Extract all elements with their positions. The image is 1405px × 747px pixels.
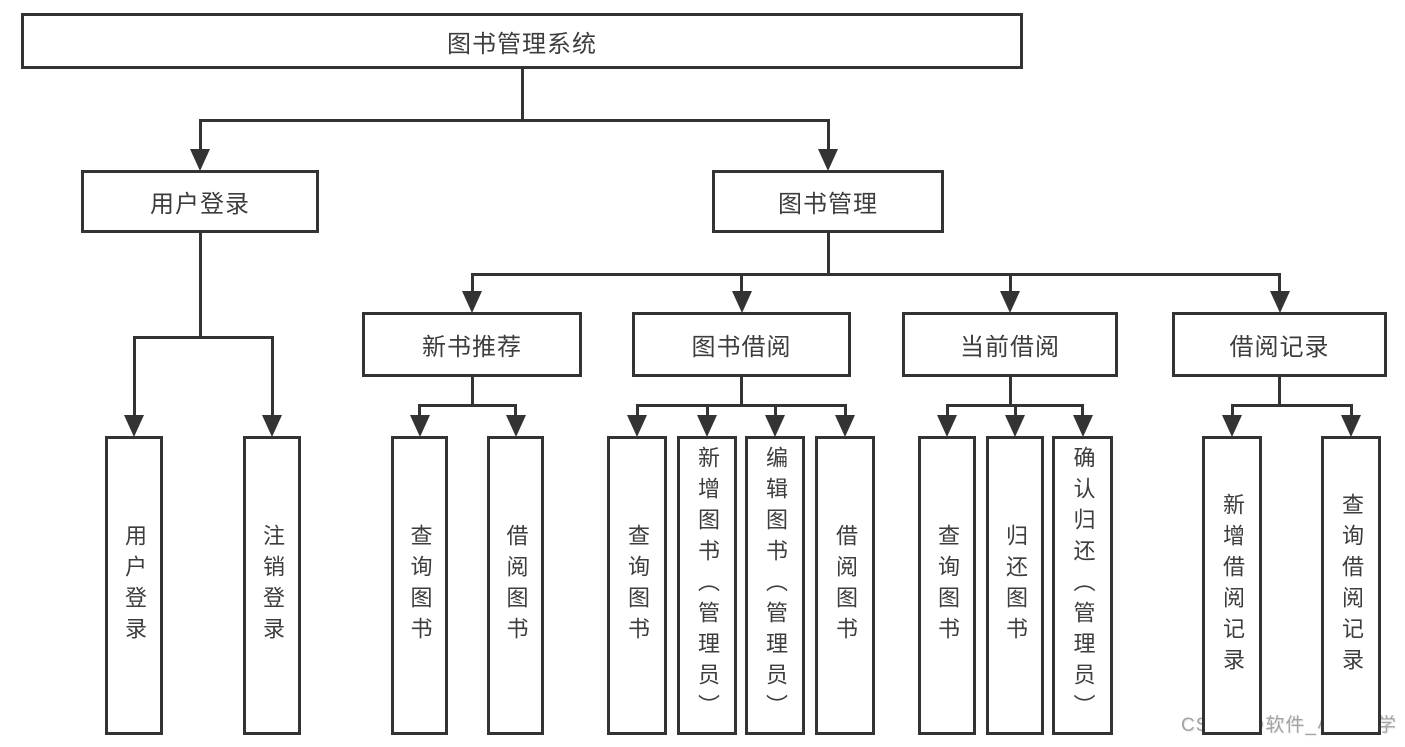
- connector-line: [740, 377, 743, 407]
- node-label: 新书推荐: [422, 334, 522, 361]
- connector-line: [198, 119, 830, 122]
- node-label: 查询图书: [407, 523, 433, 648]
- node-add-book: 新增图书（管理员）: [677, 436, 737, 735]
- arrow-down-icon: [731, 291, 752, 313]
- node-label: 借阅记录: [1229, 334, 1330, 361]
- node-root: 图书管理系统: [21, 13, 1023, 69]
- connector-line: [1349, 404, 1353, 416]
- node-label: 用户登录: [150, 191, 250, 218]
- node-label: 确认归还（管理员）: [1070, 446, 1096, 725]
- node-borrow-book-2: 借阅图书: [815, 436, 875, 735]
- node-confirm-return: 确认归还（管理员）: [1052, 436, 1113, 735]
- arrow-down-icon: [1072, 415, 1093, 437]
- connector-line: [132, 336, 136, 416]
- node-user-login: 用户登录: [81, 170, 319, 233]
- connector-line: [773, 404, 777, 416]
- node-add-borrow-record: 新增借阅记录: [1202, 436, 1262, 735]
- connector-line: [635, 404, 639, 416]
- node-label: 借阅图书: [503, 523, 529, 648]
- connector-line: [514, 404, 517, 416]
- connector-line: [843, 404, 847, 416]
- node-return-book: 归还图书: [986, 436, 1044, 735]
- connector-line: [1278, 273, 1281, 292]
- connector-line: [1278, 377, 1281, 407]
- node-current-borrow: 当前借阅: [902, 312, 1118, 377]
- connector-line: [705, 404, 709, 416]
- connector-line: [826, 233, 830, 276]
- connector-line: [1230, 404, 1234, 416]
- connector-line: [418, 404, 421, 416]
- node-label: 当前借阅: [960, 334, 1060, 361]
- connector-line: [198, 119, 202, 150]
- node-query-book-1: 查询图书: [391, 436, 448, 735]
- arrow-down-icon: [409, 415, 430, 437]
- node-book-mgmt: 图书管理: [712, 170, 944, 233]
- arrow-down-icon: [1000, 291, 1020, 313]
- connector-line: [1008, 273, 1012, 292]
- arrow-down-icon: [262, 415, 282, 437]
- connector-line: [826, 119, 830, 150]
- node-label: 图书借阅: [691, 334, 792, 361]
- node-edit-book: 编辑图书（管理员）: [745, 436, 805, 735]
- node-book-borrow: 图书借阅: [632, 312, 851, 377]
- connector-line: [1008, 377, 1012, 407]
- node-label: 查询图书: [625, 523, 650, 648]
- connector-line: [132, 336, 274, 339]
- connector-line: [520, 69, 524, 122]
- connector-line: [418, 404, 517, 407]
- node-borrow-records: 借阅记录: [1172, 312, 1387, 377]
- node-query-book-2: 查询图书: [607, 436, 667, 735]
- node-query-book-3: 查询图书: [918, 436, 976, 735]
- node-login: 用户登录: [105, 436, 163, 735]
- node-label: 图书管理: [778, 191, 878, 218]
- node-label: 编辑图书（管理员）: [763, 446, 788, 725]
- node-label: 查询借阅记录: [1339, 492, 1364, 679]
- arrow-down-icon: [1269, 291, 1290, 313]
- connector-line: [740, 273, 743, 292]
- node-new-book-rec: 新书推荐: [362, 312, 582, 377]
- node-label: 借阅图书: [833, 523, 858, 648]
- node-borrow-book-1: 借阅图书: [487, 436, 544, 735]
- connector-line: [470, 273, 474, 292]
- connector-line: [470, 377, 474, 407]
- arrow-down-icon: [462, 291, 482, 313]
- arrow-down-icon: [1005, 415, 1025, 437]
- arrow-down-icon: [627, 415, 647, 437]
- arrow-down-icon: [1222, 415, 1242, 437]
- arrow-down-icon: [835, 415, 855, 437]
- connector-line: [1013, 404, 1017, 416]
- node-label: 图书管理系统: [447, 30, 597, 58]
- node-query-borrow-record: 查询借阅记录: [1321, 436, 1381, 735]
- arrow-down-icon: [190, 149, 210, 171]
- connector-line: [945, 404, 949, 416]
- node-logout: 注销登录: [243, 436, 301, 735]
- arrow-down-icon: [697, 415, 717, 437]
- node-label: 用户登录: [122, 523, 147, 648]
- arrow-down-icon: [1341, 415, 1361, 437]
- connector-line: [1081, 404, 1084, 416]
- node-label: 新增图书（管理员）: [695, 446, 720, 725]
- connector-line: [270, 336, 274, 416]
- arrow-down-icon: [124, 415, 144, 437]
- node-label: 查询图书: [935, 523, 960, 648]
- connector-line: [470, 273, 1281, 276]
- connector-line: [198, 233, 202, 339]
- arrow-down-icon: [765, 415, 785, 437]
- node-label: 注销登录: [260, 523, 285, 648]
- connector-line: [1230, 404, 1353, 407]
- connector-line: [635, 404, 847, 407]
- node-label: 归还图书: [1003, 523, 1028, 648]
- arrow-down-icon: [505, 415, 526, 437]
- node-label: 新增借阅记录: [1220, 492, 1245, 679]
- arrow-down-icon: [818, 149, 838, 171]
- arrow-down-icon: [937, 415, 957, 437]
